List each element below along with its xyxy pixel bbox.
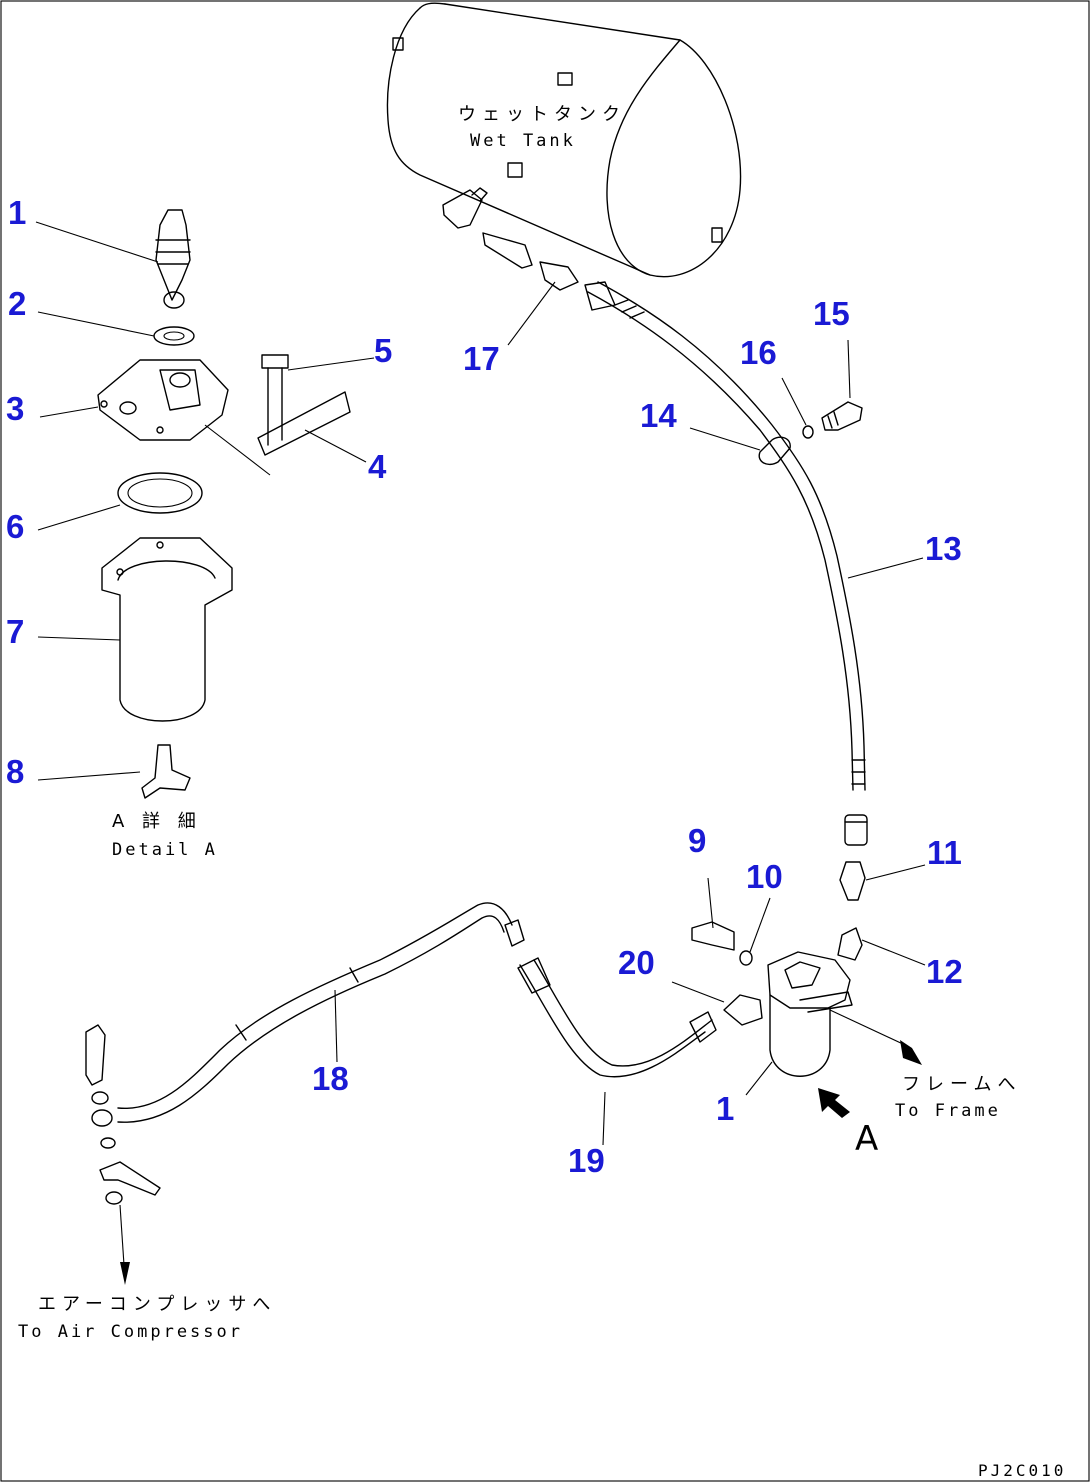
arrow-to-compressor	[119, 1204, 130, 1285]
callout-12: 12	[926, 953, 963, 990]
callout-numbers: 1 2 3 5 4 6 7 8 17 15 16 14 13 9 10 11 2…	[6, 194, 963, 1179]
connector-11	[839, 861, 866, 901]
callout-5: 5	[374, 332, 392, 369]
gasket-2	[153, 326, 195, 346]
callout-15: 15	[813, 295, 850, 332]
compressor-caption-en: To Air Compressor	[18, 1322, 243, 1342]
washer-16	[802, 425, 814, 439]
callout-1-dryer: 1	[716, 1090, 734, 1127]
view-arrow-a	[818, 1088, 850, 1118]
callout-4: 4	[368, 448, 387, 485]
tank-outlet-fittings	[442, 187, 579, 291]
air-dryer-1	[767, 951, 853, 1077]
callout-2: 2	[8, 285, 26, 322]
washer-10	[739, 950, 753, 966]
elbow-12	[837, 927, 863, 961]
callout-13: 13	[925, 530, 962, 567]
callout-7: 7	[6, 613, 24, 650]
detail-caption-en: Detail A	[112, 840, 218, 860]
callout-1-valve: 1	[8, 194, 26, 231]
drain-cock-8	[141, 744, 191, 799]
bolt-5	[261, 354, 289, 446]
pipe-13	[584, 281, 868, 846]
leader-lines	[35, 221, 926, 1146]
drain-valve-1	[155, 209, 191, 309]
bolt-15	[821, 401, 863, 431]
pipe-19	[517, 957, 717, 1078]
callout-8: 8	[6, 753, 24, 790]
arrow-to-frame	[829, 1009, 922, 1065]
callout-18: 18	[312, 1060, 349, 1097]
callout-16: 16	[740, 334, 777, 371]
callout-19: 19	[568, 1142, 605, 1179]
callout-10: 10	[746, 858, 783, 895]
bracket-4	[257, 391, 351, 456]
callout-9: 9	[688, 822, 706, 859]
callout-6: 6	[6, 508, 24, 545]
connector-20	[723, 994, 763, 1026]
callout-17: 17	[463, 340, 500, 377]
frame-caption-jp: フレームへ	[902, 1074, 1021, 1095]
drawing-code: PJ2C010	[978, 1461, 1066, 1480]
bowl-7	[101, 537, 233, 722]
frame-caption-en: To Frame	[895, 1101, 1001, 1121]
wet-tank-caption-en: Wet Tank	[470, 131, 576, 151]
view-a-letter: A	[855, 1119, 878, 1159]
detail-leader	[204, 424, 271, 476]
callout-20: 20	[618, 944, 655, 981]
compressor-caption-jp: エアーコンプレッサへ	[38, 1294, 276, 1315]
seal-ring-6	[117, 472, 203, 514]
callout-3: 3	[6, 390, 24, 427]
callout-11: 11	[927, 834, 962, 871]
cover-3	[97, 359, 229, 441]
clip-14	[758, 436, 791, 466]
detail-caption-jp: A 詳 細	[112, 811, 202, 832]
wet-tank	[386, 2, 742, 278]
callout-14: 14	[640, 397, 677, 434]
pipe-18	[117, 902, 525, 1123]
compressor-fittings	[85, 1024, 161, 1205]
wet-tank-caption-jp: ウェットタンク	[458, 104, 626, 125]
